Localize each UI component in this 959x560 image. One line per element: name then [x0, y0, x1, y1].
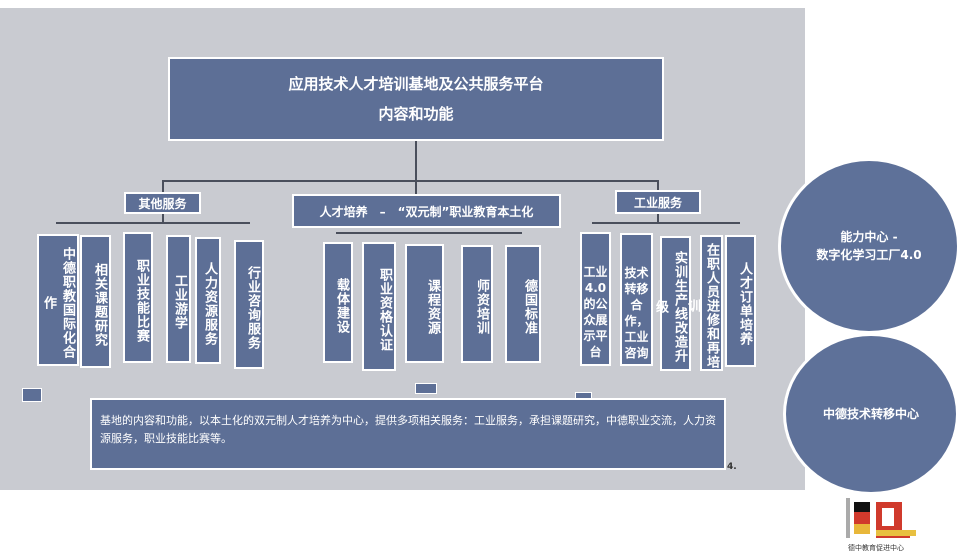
connector — [56, 222, 250, 224]
connector — [657, 180, 659, 191]
connector — [415, 141, 417, 194]
title-line1: 应用技术人才培训基地及公共服务平台 — [288, 75, 544, 93]
title-line2: 内容和功能 — [378, 105, 454, 123]
description-box: 基地的内容和功能，以本土化的双元制人才培养为中心，提供多项相关服务：工业服务，承… — [90, 398, 726, 470]
category-talent-training: 人才培养 – “双元制”职业教育本土化 — [292, 194, 561, 228]
page-number: 4. — [727, 462, 737, 472]
item-certification: 职业资格认证 — [362, 242, 396, 371]
item-industry40-platform: 工业4.0的公众展示平台 — [580, 232, 611, 366]
description-text: 基地的内容和功能，以本土化的双元制人才培养为中心，提供多项相关服务：工业服务，承… — [100, 414, 716, 445]
item-skills-competition: 职业技能比赛 — [123, 232, 153, 363]
category-industry-services: 工业服务 — [615, 190, 701, 214]
connector — [162, 180, 164, 193]
item-production-line: 实训生产线改造升级 — [653, 236, 691, 371]
connector — [162, 213, 164, 223]
item-german-standard: 德国标准 — [505, 245, 541, 363]
connector — [336, 232, 522, 234]
connector — [657, 213, 659, 223]
circle-line: 能力中心 - — [840, 230, 898, 244]
item-order-training: 人才订单培养 — [725, 235, 756, 367]
item-tech-transfer: 技术转移合作，工业咨询 — [620, 233, 653, 366]
marker-square — [415, 383, 437, 394]
item-industrial-tour: 工业游学 — [166, 235, 191, 363]
item-hr-services: 人力资源服务 — [195, 237, 221, 364]
main-title-box: 应用技术人才培训基地及公共服务平台 内容和功能 — [168, 57, 664, 141]
connector — [162, 180, 658, 182]
circle-line: 数字化学习工厂4.0 — [816, 248, 922, 262]
item-research: 相关课题研究 — [80, 235, 111, 368]
logo: 德中教育促进中心 — [832, 494, 922, 556]
circle-tech-transfer-center: 中德技术转移中心 — [783, 333, 959, 495]
item-further-training: 在职人员进修和再培训 — [685, 235, 723, 371]
svg-text:德中教育促进中心: 德中教育促进中心 — [848, 543, 904, 552]
item-carrier-building: 载体建设 — [323, 242, 353, 363]
marker-square — [22, 388, 42, 402]
circle-line: 中德技术转移中心 — [822, 407, 919, 421]
item-sino-german-cooperation: 中德职教国际化合作 — [37, 234, 79, 366]
connector — [592, 222, 740, 224]
item-teacher-training: 师资培训 — [461, 245, 493, 363]
item-consulting: 行业咨询服务 — [234, 240, 264, 369]
category-other-services: 其他服务 — [124, 192, 201, 214]
item-curriculum: 课程资源 — [405, 244, 444, 363]
circle-competence-center: 能力中心 - 数字化学习工厂4.0 — [778, 158, 959, 334]
